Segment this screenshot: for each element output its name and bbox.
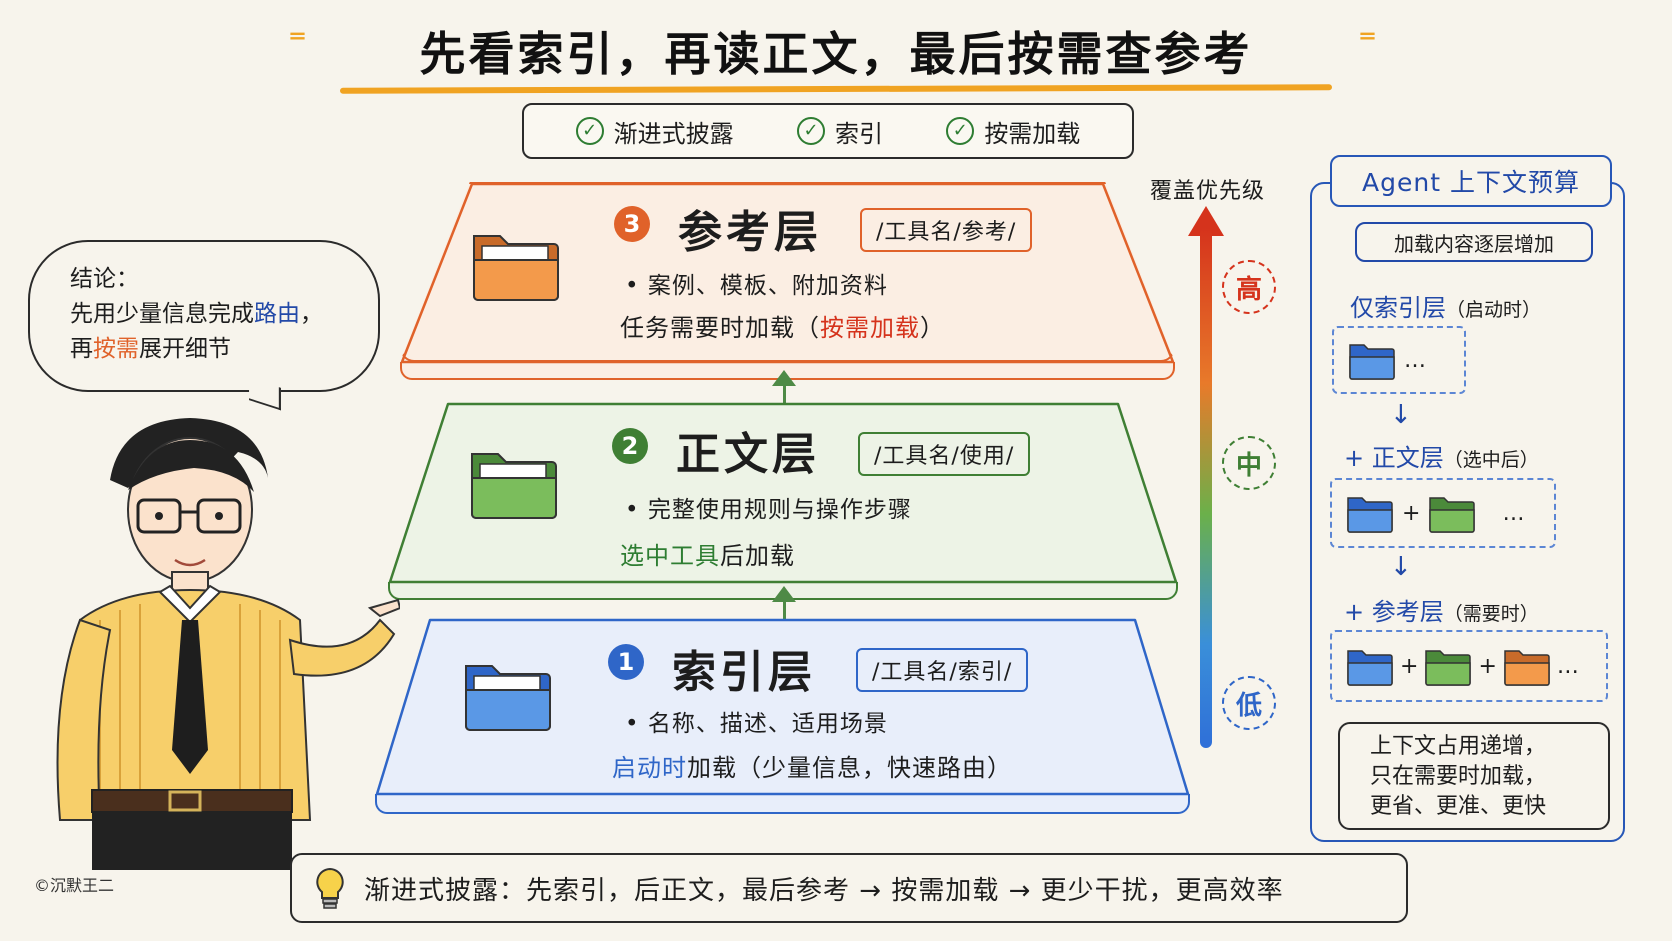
priority-low: 低 — [1222, 676, 1276, 730]
tag-label: 渐进式披露 — [613, 119, 734, 148]
step-label: + 正文层 — [1344, 444, 1444, 472]
index-layer-base — [375, 794, 1190, 814]
summary-line: 更省、更准、更快 — [1370, 794, 1547, 819]
bubble-text: 先用少量信息完成 — [70, 301, 254, 327]
priority-mid: 中 — [1222, 436, 1276, 490]
layer-name: 索引层 — [672, 647, 816, 698]
layer-note: 任务需要时加载（按需加载） — [620, 308, 945, 343]
green-folder-icon — [1429, 497, 1476, 533]
bubble-text: 展开细节 — [139, 336, 231, 362]
note-highlight: 按需加载 — [820, 314, 920, 342]
tag-on-demand: ✓ 按需加载 — [946, 114, 1080, 149]
bubble-line: 再按需展开细节 — [70, 332, 338, 367]
summary-line: 上下文占用递增， — [1370, 734, 1547, 759]
panel-title: Agent 上下文预算 — [1330, 155, 1612, 207]
step-label: 仅索引层 — [1350, 294, 1446, 322]
layer-path: /工具名/参考/ — [860, 208, 1033, 252]
layer-number-badge: 3 — [614, 206, 650, 242]
index-layer — [375, 618, 1190, 796]
bottom-summary-bar: 渐进式披露：先索引，后正文，最后参考 → 按需加载 → 更少干扰，更高效率 — [290, 853, 1408, 923]
note-text: 后加载 — [720, 542, 795, 570]
tag-label: 按需加载 — [984, 119, 1081, 148]
plus-sign: + — [1400, 653, 1419, 679]
panel-subtitle: 加载内容逐层增加 — [1355, 222, 1593, 262]
bubble-line: 结论： — [70, 266, 139, 292]
note-text: 任务需要时加载（ — [620, 314, 820, 342]
layer-note: 选中工具后加载 — [620, 536, 795, 571]
blue-folder-icon — [1347, 497, 1393, 533]
step-note: （选中后） — [1443, 449, 1539, 471]
blue-folder-icon — [1349, 344, 1395, 380]
ellipsis: … — [1502, 500, 1525, 526]
layer-number-badge: 1 — [608, 644, 644, 680]
summary-line: 只在需要时加载， — [1370, 764, 1547, 789]
note-highlight: 启动时 — [612, 754, 687, 782]
down-arrow-icon: ↓ — [1390, 552, 1412, 582]
up-arrow-icon — [772, 370, 796, 386]
layer-name: 参考层 — [678, 207, 822, 258]
title-spark-left: ⁼ — [288, 22, 308, 63]
title-spark-right: ⁼ — [1358, 22, 1378, 63]
panel-box-3: + + … — [1330, 630, 1608, 702]
speech-bubble: 结论： 先用少量信息完成路由， 再按需展开细节 — [28, 240, 380, 392]
step-label: + 参考层 — [1344, 598, 1444, 626]
priority-high: 高 — [1222, 260, 1276, 314]
layer-path: /工具名/使用/ — [858, 432, 1031, 476]
note-text: 加载（少量信息，快速路由） — [687, 754, 1012, 782]
up-arrow-icon — [772, 586, 796, 602]
ellipsis: … — [1556, 653, 1579, 679]
bubble-line: 先用少量信息完成路由， — [70, 297, 338, 332]
tag-progressive: ✓ 渐进式披露 — [575, 114, 734, 149]
priority-gradient-bar — [1200, 228, 1212, 748]
layer-note: 启动时加载（少量信息，快速路由） — [612, 748, 1012, 783]
down-arrow-icon: ↓ — [1390, 400, 1412, 430]
panel-summary: 上下文占用递增， 只在需要时加载， 更省、更准、更快 — [1338, 722, 1610, 830]
title-underline — [339, 84, 1333, 94]
ellipsis: … — [1404, 347, 1426, 373]
panel-step-1: 仅索引层（启动时） — [1350, 288, 1541, 323]
tag-label: 索引 — [834, 119, 883, 148]
priority-label: 覆盖优先级 — [1150, 179, 1266, 204]
panel-box-2: + … — [1330, 478, 1556, 548]
connector-line — [783, 602, 786, 620]
check-icon: ✓ — [796, 117, 825, 145]
note-text: ） — [920, 314, 945, 342]
presenter-illustration — [56, 418, 400, 870]
layer-number-badge: 2 — [612, 428, 648, 464]
body-layer — [388, 402, 1178, 584]
layer-bullet: • 案例、模板、附加资料 — [625, 273, 888, 299]
bottom-summary-text: 渐进式披露：先索引，后正文，最后参考 → 按需加载 → 更少干扰，更高效率 — [364, 875, 1284, 906]
panel-step-2: + 正文层（选中后） — [1344, 438, 1539, 473]
step-note: （需要时） — [1443, 603, 1539, 625]
panel-step-3: + 参考层（需要时） — [1344, 592, 1539, 627]
bubble-text: ， — [300, 301, 323, 327]
layer-bullet: • 名称、描述、适用场景 — [625, 711, 888, 737]
tag-bar: ✓ 渐进式披露 ✓ 索引 ✓ 按需加载 — [522, 103, 1134, 159]
folder-icon — [465, 665, 551, 731]
plus-sign: + — [1402, 500, 1421, 526]
bubble-highlight: 按需 — [93, 336, 139, 362]
check-icon: ✓ — [946, 117, 975, 145]
blue-folder-icon — [1347, 650, 1393, 686]
panel-box-1: … — [1332, 326, 1466, 394]
plus-sign: + — [1478, 653, 1497, 679]
reference-layer-outline — [400, 182, 1175, 364]
note-highlight: 选中工具 — [620, 542, 720, 570]
connector-line — [783, 386, 786, 404]
bubble-text: 再 — [70, 336, 93, 362]
folder-icon — [471, 453, 557, 519]
copyright: ©沉默王二 — [34, 876, 115, 895]
tag-index: ✓ 索引 — [796, 114, 883, 149]
lightbulb-icon — [316, 867, 344, 909]
layer-name: 正文层 — [676, 429, 820, 480]
step-note: （启动时） — [1446, 299, 1542, 321]
check-icon: ✓ — [575, 117, 604, 145]
page-title: 先看索引，再读正文，最后按需查参考 — [419, 27, 1253, 81]
green-folder-icon — [1425, 650, 1472, 686]
orange-folder-icon — [1504, 650, 1550, 686]
folder-icon — [473, 235, 559, 301]
bubble-highlight: 路由 — [254, 301, 300, 327]
layer-bullet: • 完整使用规则与操作步骤 — [625, 497, 912, 523]
layer-path: /工具名/索引/ — [856, 648, 1029, 692]
